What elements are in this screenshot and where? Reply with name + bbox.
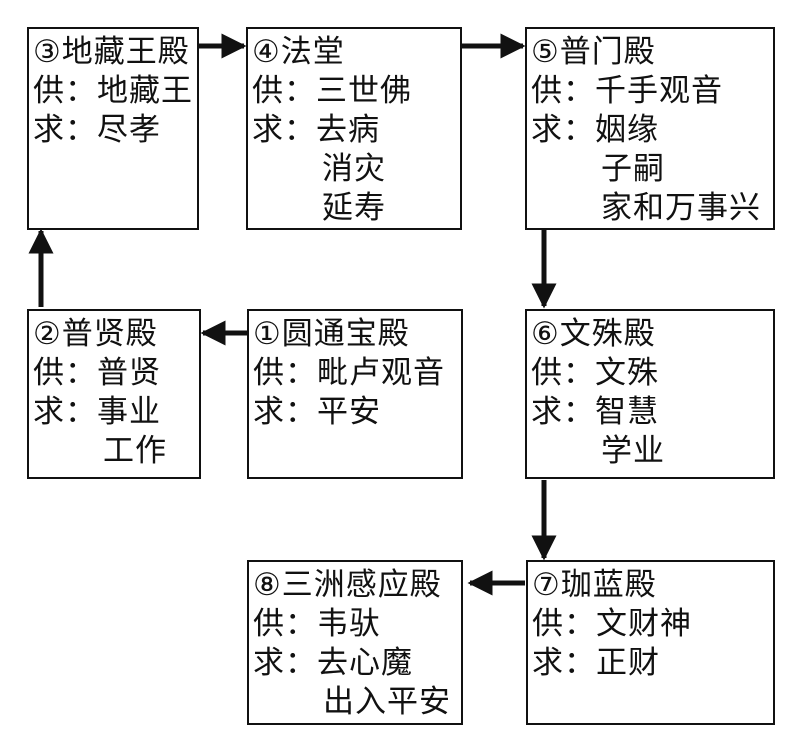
- node-offering: 供：地藏王: [33, 73, 193, 109]
- node-pumen-hall: ⑤普门殿 供：千手观音 求：姻缘 子嗣 家和万事兴: [525, 27, 775, 230]
- node-offering: 供：文殊: [531, 355, 659, 391]
- node-wenshu-hall: ⑥文殊殿 供：文殊 求：智慧 学业: [525, 309, 775, 479]
- node-title: ⑧三洲感应殿: [253, 567, 442, 603]
- node-offering: 供：毗卢观音: [253, 355, 445, 391]
- node-offering: 供：三世佛: [252, 73, 412, 109]
- node-wish: 学业: [601, 433, 665, 469]
- node-title: ⑥文殊殿: [531, 316, 656, 352]
- node-title: ③地藏王殿: [33, 34, 190, 70]
- node-wish: 出入平安: [323, 684, 451, 720]
- node-yuantong-hall: ①圆通宝殿 供：毗卢观音 求：平安: [247, 309, 463, 479]
- node-title: ⑦珈蓝殿: [532, 567, 657, 603]
- node-wish: 求：平安: [253, 394, 381, 430]
- node-wish: 求：姻缘: [531, 112, 659, 148]
- node-wish: 家和万事兴: [601, 190, 761, 226]
- node-title: ①圆通宝殿: [253, 316, 410, 352]
- node-title: ④法堂: [252, 34, 345, 70]
- node-title: ②普贤殿: [33, 316, 158, 352]
- node-wish: 求：智慧: [531, 394, 659, 430]
- node-wish: 求：去病: [252, 112, 380, 148]
- node-offering: 供：韦驮: [253, 606, 381, 642]
- node-puxian-hall: ②普贤殿 供：普贤 求：事业 工作: [27, 309, 201, 479]
- node-wish: 求：事业: [33, 394, 161, 430]
- node-offering: 供：千手观音: [531, 73, 723, 109]
- node-wish: 工作: [103, 433, 167, 469]
- node-sanzhou-ganying-hall: ⑧三洲感应殿 供：韦驮 求：去心魔 出入平安: [247, 560, 463, 725]
- node-title: ⑤普门殿: [531, 34, 656, 70]
- node-wish: 消灾: [322, 151, 386, 187]
- node-offering: 供：文财神: [532, 606, 692, 642]
- node-wish: 求：正财: [532, 645, 660, 681]
- node-wish: 子嗣: [601, 151, 665, 187]
- node-qielan-hall: ⑦珈蓝殿 供：文财神 求：正财: [526, 560, 775, 725]
- node-fatang-hall: ④法堂 供：三世佛 求：去病 消灾 延寿: [246, 27, 462, 230]
- node-offering: 供：普贤: [33, 355, 161, 391]
- node-dizangwang-hall: ③地藏王殿 供：地藏王 求：尽孝: [27, 27, 199, 230]
- node-wish: 求：去心魔: [253, 645, 413, 681]
- node-wish: 求：尽孝: [33, 112, 161, 148]
- node-wish: 延寿: [322, 190, 386, 226]
